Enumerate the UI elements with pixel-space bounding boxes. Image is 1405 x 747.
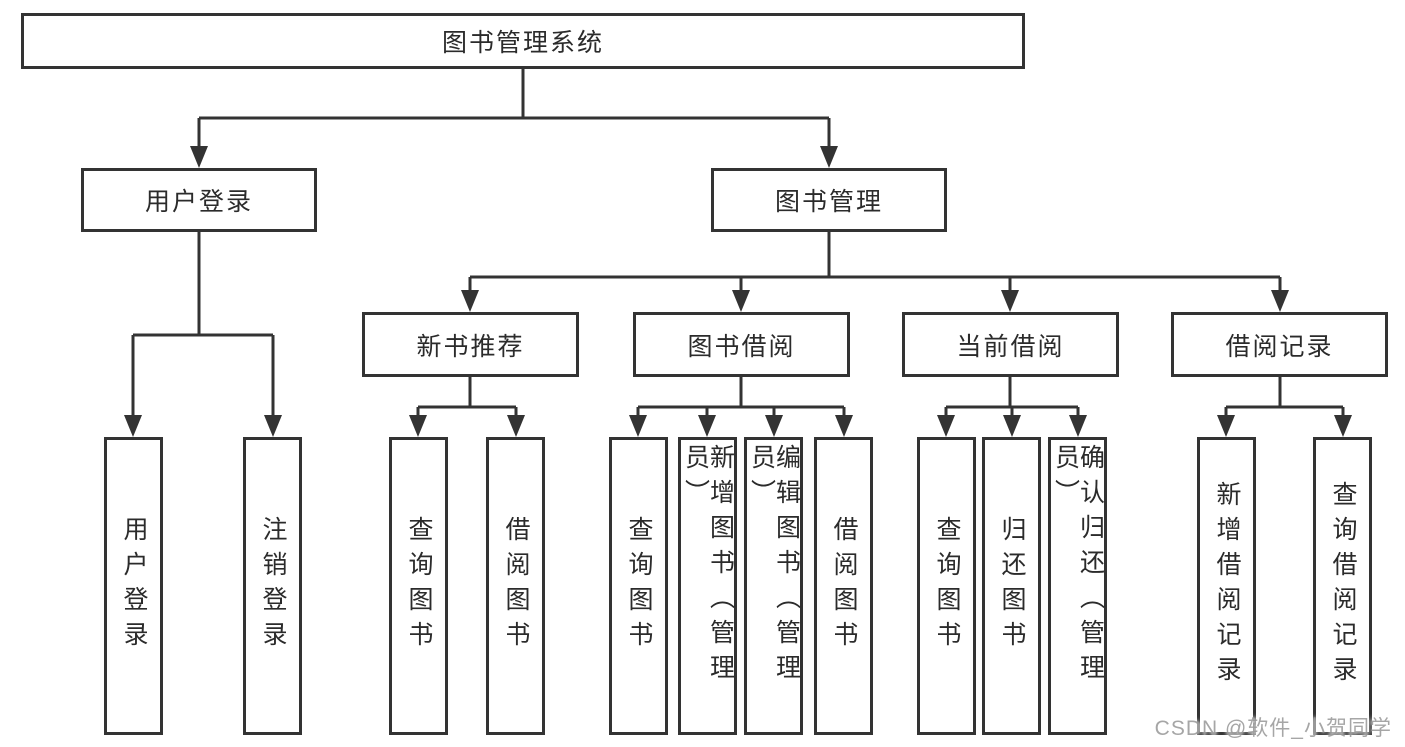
node-book-borrow: 图书借阅 xyxy=(633,312,850,377)
leaf-logout-label: 注销登录 xyxy=(259,516,287,656)
leaf-borrow-add-admin-label: 新增图书（管理员） xyxy=(681,444,735,689)
leaf-record-query-label: 查询借阅记录 xyxy=(1329,481,1357,691)
leaf-newbook-borrow-label: 借阅图书 xyxy=(502,516,530,656)
leaf-return-book: 归还图书 xyxy=(982,437,1041,735)
node-user-login: 用户登录 xyxy=(81,168,317,232)
leaf-borrow-add-admin: 新增图书（管理员） xyxy=(678,437,737,735)
connector-newbook-children xyxy=(416,377,518,419)
connector-bookborrow-children xyxy=(636,377,846,419)
node-new-book-recommend: 新书推荐 xyxy=(362,312,579,377)
leaf-newbook-query: 查询图书 xyxy=(389,437,448,735)
connector-borrowrecord-children xyxy=(1224,377,1345,419)
leaf-borrow-query: 查询图书 xyxy=(609,437,668,735)
leaf-newbook-borrow: 借阅图书 xyxy=(486,437,545,735)
connector-bookmgmt-to-level3 xyxy=(468,232,1282,294)
node-book-borrow-label: 图书借阅 xyxy=(687,332,796,361)
leaf-newbook-query-label: 查询图书 xyxy=(405,516,433,656)
node-borrow-record: 借阅记录 xyxy=(1171,312,1388,377)
node-current-borrow: 当前借阅 xyxy=(902,312,1119,377)
leaf-confirm-return-admin-label: 确认归还（管理员） xyxy=(1051,444,1105,689)
leaf-current-query-label: 查询图书 xyxy=(933,516,961,656)
csdn-watermark: CSDN @软件_小贺同学 xyxy=(1154,717,1392,740)
node-user-login-label: 用户登录 xyxy=(144,188,253,216)
arrowhead-icons xyxy=(124,146,1352,437)
node-current-borrow-label: 当前借阅 xyxy=(956,332,1065,361)
leaf-user-login: 用户登录 xyxy=(104,437,163,735)
connector-root-to-level2 xyxy=(197,69,831,150)
leaf-return-book-label: 归还图书 xyxy=(998,516,1026,656)
leaf-record-add: 新增借阅记录 xyxy=(1197,437,1256,735)
leaf-borrow-query-label: 查询图书 xyxy=(625,516,653,656)
leaf-logout: 注销登录 xyxy=(243,437,302,735)
leaf-borrow-edit-admin-label: 编辑图书（管理员） xyxy=(747,444,801,689)
leaf-borrow-edit-admin: 编辑图书（管理员） xyxy=(744,437,803,735)
connector-currentborrow-children xyxy=(944,377,1080,419)
node-book-management-label: 图书管理 xyxy=(774,188,883,216)
connector-userlogin-children xyxy=(131,232,275,419)
leaf-current-query: 查询图书 xyxy=(917,437,976,735)
node-root-label: 图书管理系统 xyxy=(441,29,604,57)
leaf-user-login-label: 用户登录 xyxy=(120,516,148,656)
leaf-confirm-return-admin: 确认归还（管理员） xyxy=(1048,437,1107,735)
leaf-record-add-label: 新增借阅记录 xyxy=(1213,481,1241,691)
node-new-book-recommend-label: 新书推荐 xyxy=(416,332,525,361)
leaf-borrow-book: 借阅图书 xyxy=(814,437,873,735)
node-borrow-record-label: 借阅记录 xyxy=(1225,332,1334,361)
node-root: 图书管理系统 xyxy=(21,13,1025,69)
leaf-borrow-book-label: 借阅图书 xyxy=(830,516,858,656)
leaf-record-query: 查询借阅记录 xyxy=(1313,437,1372,735)
node-book-management: 图书管理 xyxy=(711,168,947,232)
